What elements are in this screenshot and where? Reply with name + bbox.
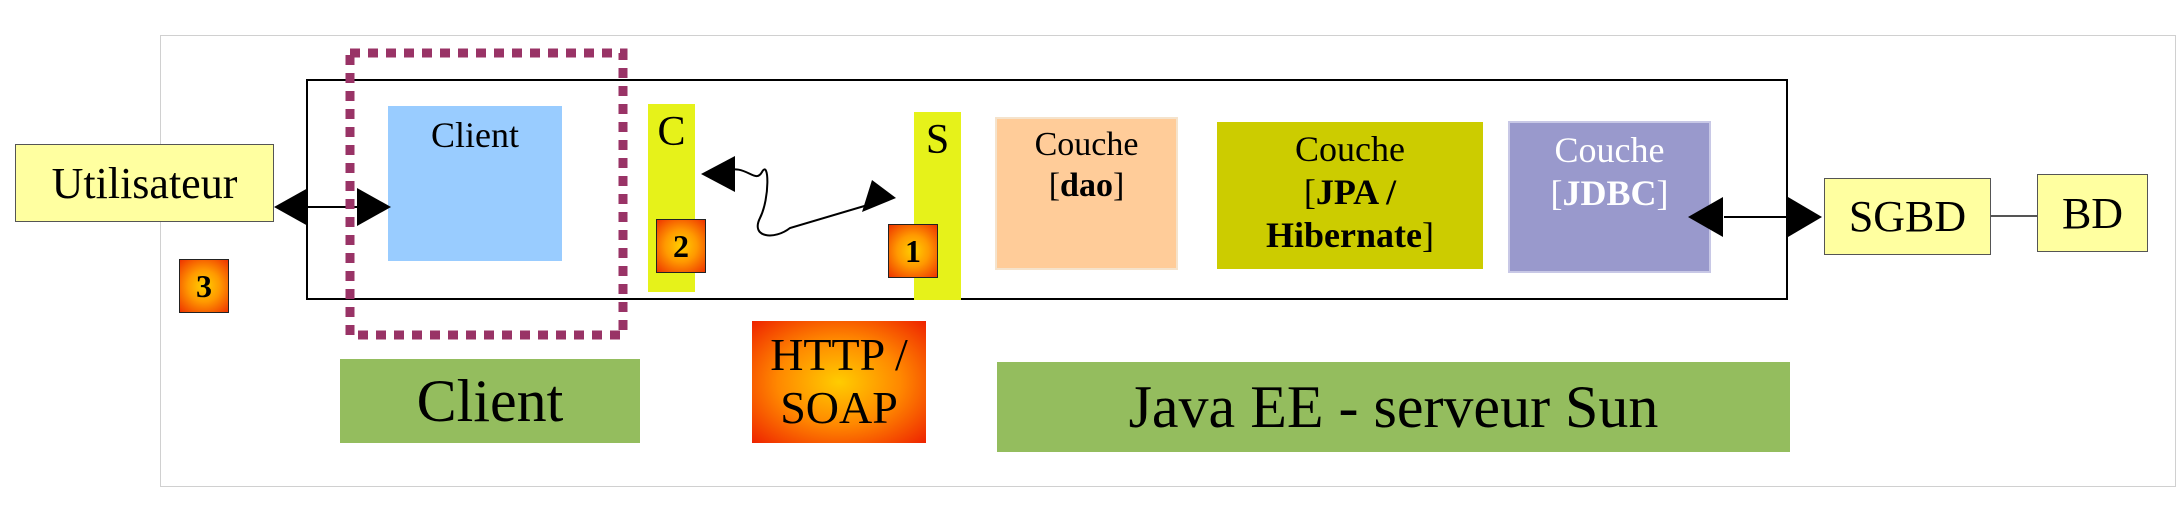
arrowhead-to-sgbd: [1788, 197, 1822, 237]
badge-3-label: 3: [196, 267, 212, 304]
couche-jpa-title: Couche: [1295, 129, 1405, 169]
badge-1: 1: [888, 224, 938, 278]
client-layer-label: Client: [431, 115, 519, 155]
utilisateur-box: Utilisateur: [15, 144, 274, 222]
arrowhead-to-c: [701, 156, 735, 192]
badge-3: 3: [179, 259, 229, 313]
c-s-lightning-line: [724, 168, 889, 237]
couche-jdbc-box: Couche [JDBC]: [1508, 121, 1711, 273]
http-soap-line2: SOAP: [780, 382, 898, 433]
sgbd-label: SGBD: [1848, 192, 1967, 241]
http-soap-box: HTTP / SOAP: [752, 321, 926, 443]
server-tier-label: Java EE - serveur Sun: [997, 362, 1790, 452]
badge-1-label: 1: [905, 232, 921, 269]
couche-jpa-box: Couche [JPA / Hibernate]: [1217, 122, 1483, 269]
arrowhead-to-s: [862, 180, 896, 212]
arrowhead-left-utilisateur: [274, 188, 308, 226]
http-soap-line1: HTTP /: [770, 329, 908, 381]
arrowhead-to-jdbc: [1688, 197, 1723, 237]
arrowhead-right-client: [357, 188, 391, 226]
badge-2-label: 2: [673, 227, 689, 264]
couche-dao-subtitle: [dao]: [1048, 166, 1125, 204]
bd-label: BD: [2061, 188, 2124, 238]
client-boundary-dotted: [345, 48, 628, 340]
sgbd-box: SGBD: [1824, 178, 1991, 255]
bd-box: BD: [2037, 174, 2148, 252]
couche-jdbc-subtitle: [JDBC]: [1550, 173, 1669, 214]
couche-jdbc-title: Couche: [1554, 130, 1665, 170]
client-layer-box: Client: [388, 106, 562, 261]
couche-dao-box: Couche [dao]: [995, 117, 1178, 270]
c-stub-label: C: [657, 109, 686, 155]
couche-jpa-subtitle: [JPA /: [1303, 172, 1397, 213]
utilisateur-label: Utilisateur: [51, 158, 238, 208]
badge-2: 2: [656, 219, 706, 273]
client-tier-label: Client: [340, 359, 640, 443]
couche-dao-title: Couche: [1034, 126, 1139, 163]
s-skeleton-label: S: [925, 117, 950, 163]
couche-jpa-subtitle-2: Hibernate]: [1266, 215, 1434, 256]
